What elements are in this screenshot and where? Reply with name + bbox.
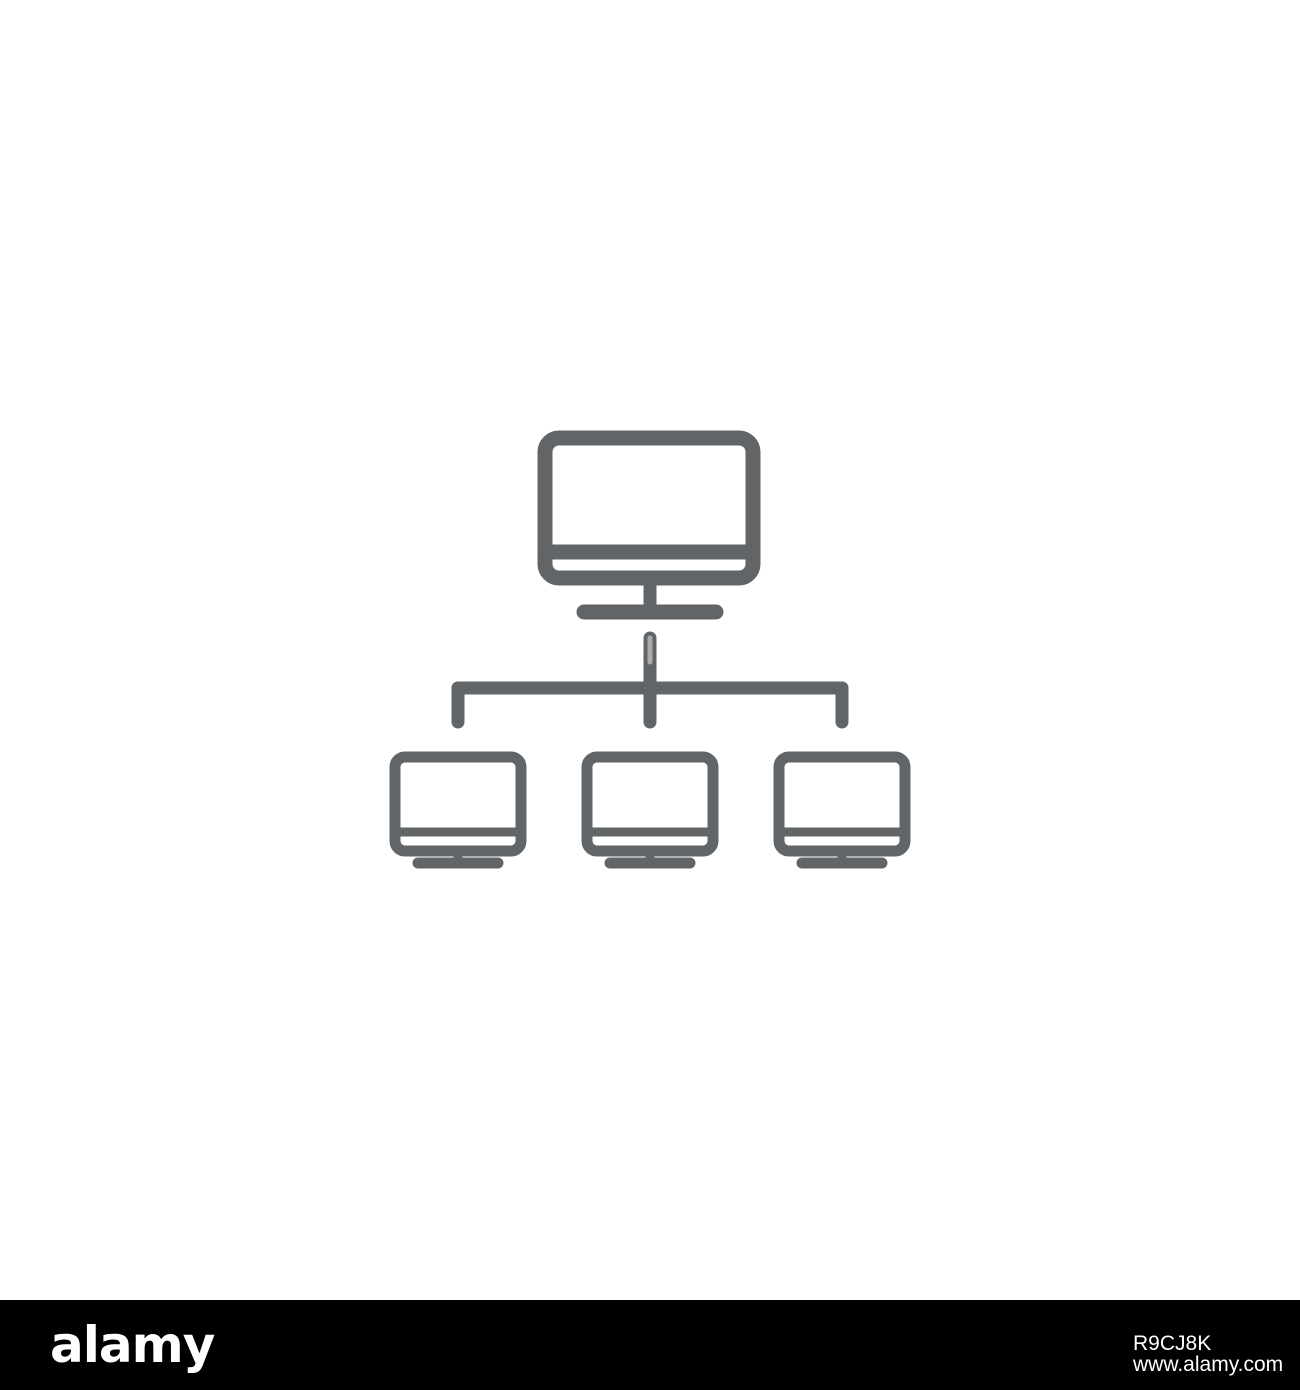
image-id: R9CJ8K [1133,1332,1212,1355]
main-monitor-icon [537,430,761,620]
client-monitor-center-icon [581,751,719,869]
alamy-url: www.alamy.com [1133,1353,1284,1376]
alamy-logo: alamy [50,1316,215,1374]
network-computers-icon [389,430,911,869]
watermark-footer: alamy R9CJ8K www.alamy.com [0,1300,1300,1390]
client-monitor-right-icon [773,751,911,869]
client-monitor-left-icon [389,751,527,869]
icon-area [389,430,911,869]
